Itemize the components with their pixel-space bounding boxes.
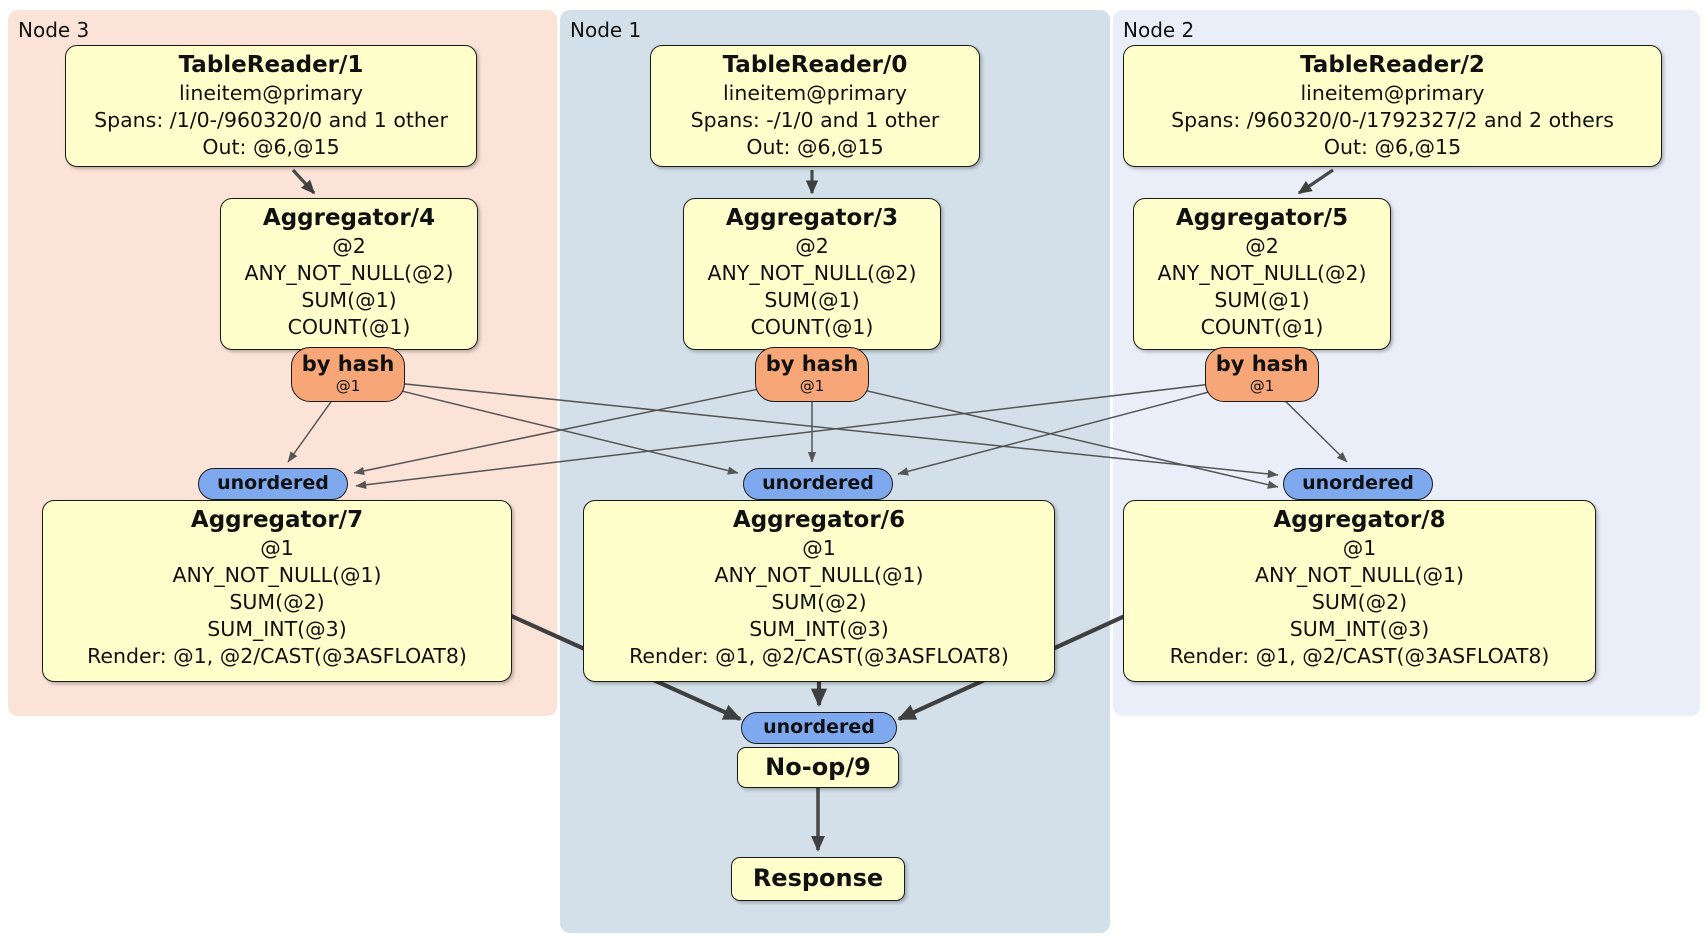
processor-title: Aggregator/4 xyxy=(262,205,436,231)
processor-line: @1 xyxy=(1342,536,1377,560)
edge-tr1-agg4 xyxy=(291,168,316,195)
region-node1-label: Node 1 xyxy=(570,18,642,42)
processor-aggregator-3: Aggregator/3 @2 ANY_NOT_NULL(@2) SUM(@1)… xyxy=(683,198,941,350)
processor-line: SUM(@2) xyxy=(771,590,867,614)
processor-aggregator-8: Aggregator/8 @1 ANY_NOT_NULL(@1) SUM(@2)… xyxy=(1123,500,1596,682)
processor-line: Spans: -/1/0 and 1 other xyxy=(690,108,940,132)
processor-line: Out: @6,@15 xyxy=(746,135,884,159)
processor-line: SUM(@1) xyxy=(1214,288,1310,312)
sync-unordered-8: unordered xyxy=(1283,468,1433,500)
processor-line: SUM(@1) xyxy=(764,288,860,312)
processor-line: @2 xyxy=(1245,234,1279,258)
edge-bh5-uo6 xyxy=(897,377,1263,476)
processor-line: ANY_NOT_NULL(@2) xyxy=(244,261,454,285)
processor-line: lineitem@primary xyxy=(1300,81,1485,105)
processor-line: @1 xyxy=(802,536,836,560)
processor-noop-9: No-op/9 xyxy=(737,747,899,788)
response-node: Response xyxy=(731,857,905,901)
processor-tablereader-2: TableReader/2 lineitem@primary Spans: /9… xyxy=(1123,45,1662,167)
sync-unordered-7: unordered xyxy=(198,468,348,500)
router-by-hash-4: by hash @1 xyxy=(291,347,405,402)
processor-line: COUNT(@1) xyxy=(750,315,874,339)
processor-line: lineitem@primary xyxy=(722,81,908,105)
processor-line: Spans: /960320/0-/1792327/2 and 2 others xyxy=(1171,108,1614,132)
processor-line: ANY_NOT_NULL(@2) xyxy=(1157,261,1367,285)
processor-title: TableReader/1 xyxy=(178,52,364,78)
processor-title: TableReader/0 xyxy=(722,52,908,78)
processor-line: SUM_INT(@3) xyxy=(749,617,889,641)
processor-line: COUNT(@1) xyxy=(1200,315,1324,339)
processor-line: Render: @1, @2/CAST(@3ASFLOAT8) xyxy=(629,644,1009,668)
router-detail: @1 xyxy=(335,377,361,395)
processor-line: Render: @1, @2/CAST(@3ASFLOAT8) xyxy=(1169,644,1550,668)
processor-tablereader-1: TableReader/1 lineitem@primary Spans: /1… xyxy=(65,45,477,167)
processor-line: SUM(@2) xyxy=(1311,590,1408,614)
processor-line: @1 xyxy=(260,536,294,560)
processor-line: ANY_NOT_NULL(@2) xyxy=(707,261,917,285)
edge-bh4-uo6 xyxy=(347,377,739,475)
processor-line: SUM_INT(@3) xyxy=(1289,617,1430,641)
edge-tr2-agg5 xyxy=(1297,168,1334,195)
processor-line: ANY_NOT_NULL(@1) xyxy=(172,563,382,587)
sync-unordered-6: unordered xyxy=(743,468,893,500)
region-node2-label: Node 2 xyxy=(1123,18,1195,42)
processor-line: Render: @1, @2/CAST(@3ASFLOAT8) xyxy=(87,644,467,668)
processor-line: @2 xyxy=(332,234,366,258)
processor-aggregator-7: Aggregator/7 @1 ANY_NOT_NULL(@1) SUM(@2)… xyxy=(42,500,512,682)
processor-title: Aggregator/6 xyxy=(732,507,906,533)
sync-unordered-9: unordered xyxy=(741,712,897,744)
processor-line: SUM(@2) xyxy=(229,590,325,614)
processor-tablereader-0: TableReader/0 lineitem@primary Spans: -/… xyxy=(650,45,980,167)
processor-aggregator-5: Aggregator/5 @2 ANY_NOT_NULL(@2) SUM(@1)… xyxy=(1133,198,1391,350)
router-by-hash-3: by hash @1 xyxy=(755,347,869,402)
processor-title: Aggregator/3 xyxy=(725,205,899,231)
processor-line: Out: @6,@15 xyxy=(1323,135,1462,159)
processor-line: COUNT(@1) xyxy=(287,315,411,339)
processor-line: lineitem@primary xyxy=(178,81,364,105)
processor-line: ANY_NOT_NULL(@1) xyxy=(714,563,924,587)
edge-bh4-uo8 xyxy=(347,377,1279,479)
processor-aggregator-6: Aggregator/6 @1 ANY_NOT_NULL(@1) SUM(@2)… xyxy=(583,500,1055,682)
region-node3-label: Node 3 xyxy=(18,18,90,42)
processor-title: Aggregator/8 xyxy=(1273,507,1446,533)
router-by-hash-5: by hash @1 xyxy=(1205,347,1319,402)
processor-line: Spans: /1/0-/960320/0 and 1 other xyxy=(94,108,448,132)
edge-bh3-uo8 xyxy=(811,377,1279,489)
processor-line: ANY_NOT_NULL(@1) xyxy=(1254,563,1465,587)
processor-title: TableReader/2 xyxy=(1300,52,1485,78)
edge-bh3-uo7 xyxy=(353,377,813,476)
router-detail: @1 xyxy=(799,377,825,395)
processor-line: @2 xyxy=(795,234,829,258)
processor-aggregator-4: Aggregator/4 @2 ANY_NOT_NULL(@2) SUM(@1)… xyxy=(220,198,478,350)
processor-line: Out: @6,@15 xyxy=(202,135,340,159)
router-label: by hash xyxy=(765,352,859,376)
processor-title: Aggregator/7 xyxy=(190,507,364,533)
processor-title: Aggregator/5 xyxy=(1175,205,1349,231)
edge-bh5-uo7 xyxy=(355,377,1263,489)
router-label: by hash xyxy=(1215,352,1309,376)
router-label: by hash xyxy=(301,352,395,376)
processor-line: SUM(@1) xyxy=(301,288,397,312)
router-detail: @1 xyxy=(1249,377,1275,395)
processor-line: SUM_INT(@3) xyxy=(207,617,347,641)
